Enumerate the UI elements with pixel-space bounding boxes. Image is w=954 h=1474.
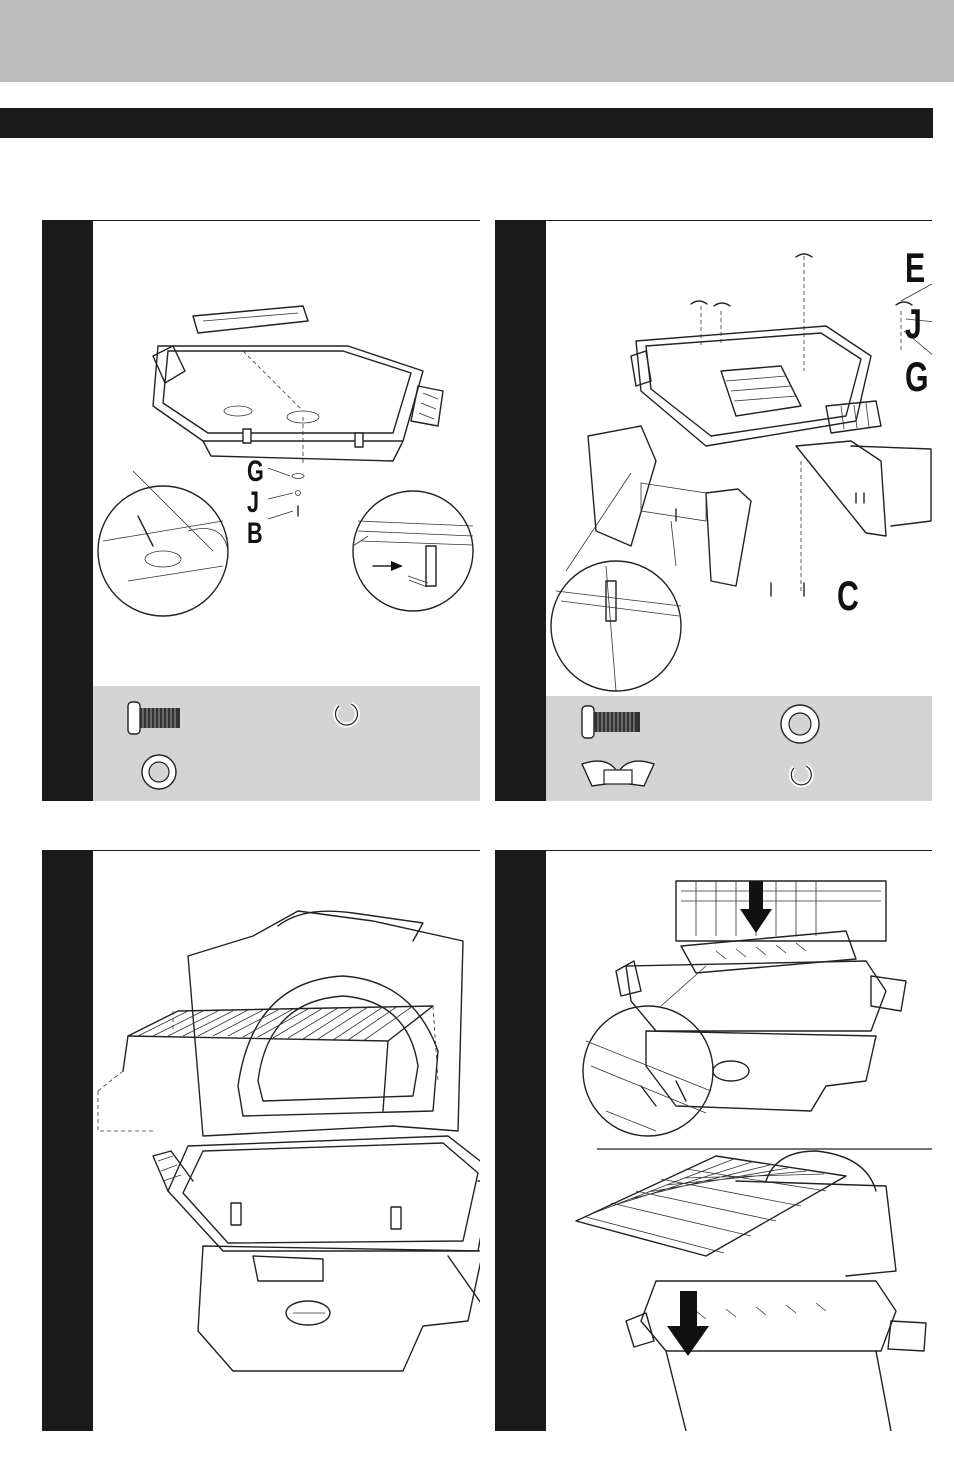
bolt-icon bbox=[582, 706, 640, 738]
callout-lock-washer-j: J bbox=[905, 303, 922, 345]
wing-nut-icon bbox=[582, 761, 654, 786]
step-1-illustration bbox=[93, 221, 480, 686]
step-2-hardware-box bbox=[546, 696, 932, 801]
step-1-hardware-box bbox=[93, 686, 480, 801]
callout-bolt-b: B bbox=[247, 519, 263, 549]
step-3-panel bbox=[42, 850, 480, 1431]
callout-washer-g: G bbox=[247, 457, 264, 487]
section-title-bar bbox=[0, 108, 933, 138]
washer-icon bbox=[142, 755, 176, 789]
step-4-number-bar bbox=[495, 851, 546, 1431]
step-2-number-bar bbox=[495, 221, 546, 801]
step-3-number-bar bbox=[42, 851, 93, 1431]
lock-washer-icon bbox=[791, 766, 811, 785]
header-band bbox=[0, 0, 954, 82]
washer-icon bbox=[781, 705, 819, 743]
callout-washer-g: G bbox=[905, 356, 929, 398]
arrow-down-icon bbox=[740, 881, 772, 933]
step-2-illustration bbox=[546, 221, 932, 696]
step-4-illustration bbox=[546, 851, 932, 1431]
callout-lock-washer-j: J bbox=[247, 488, 259, 518]
callout-bolt-c: C bbox=[837, 575, 859, 617]
arrow-down-icon bbox=[667, 1291, 709, 1356]
lock-washer-icon bbox=[336, 704, 358, 725]
step-1-panel: G J B bbox=[42, 220, 480, 801]
callout-nut-e: E bbox=[905, 247, 925, 289]
bolt-icon bbox=[128, 702, 180, 734]
step-4-panel bbox=[495, 850, 932, 1431]
step-2-panel: E J G C bbox=[495, 220, 932, 801]
step-1-number-bar bbox=[42, 221, 93, 801]
step-3-illustration bbox=[93, 851, 480, 1431]
